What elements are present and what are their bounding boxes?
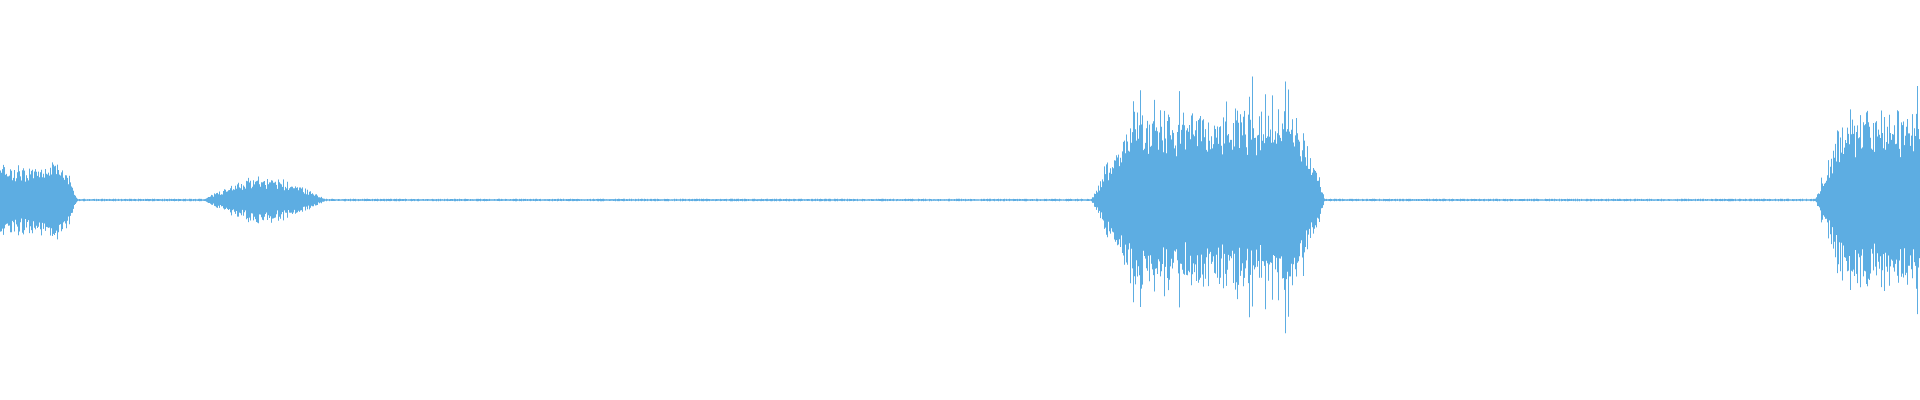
waveform-path (0, 76, 1920, 334)
